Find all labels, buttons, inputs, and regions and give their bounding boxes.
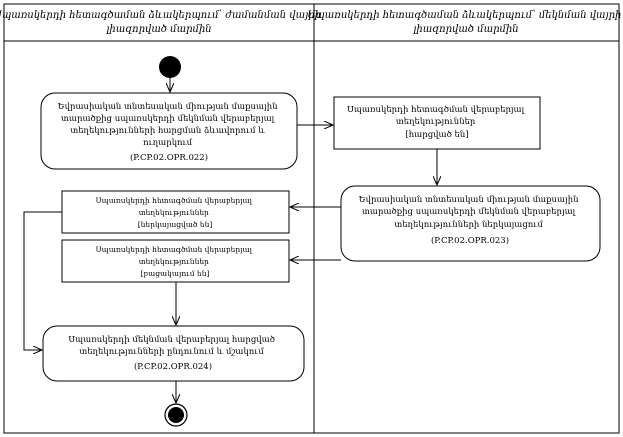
object-info-requested-text: Սպառսկերդի հետագծման վերաբերյալ տեղեկութ…	[347, 104, 527, 140]
action-submit-departure-info	[340, 185, 601, 262]
action-request-departure-info	[40, 92, 298, 170]
action-submit-departure-info-text: Եվրասիական տնտեսական միության մաքսային տ…	[359, 195, 581, 246]
lane-header-right: Սպառսկերդի հետագծաման ձևակերպում՝ մեկնմա…	[307, 10, 623, 35]
action-receive-process-info-text: Սպառսկերդի մեկնման վերաբերյալ հարցված տե…	[68, 334, 277, 372]
object-info-submitted-text: Սպառսկերդի հետագծման վերաբերյալ տեղեկութ…	[96, 196, 255, 229]
object-info-absent-text: Սպառսկերդի հետագծման վերաբերյալ տեղեկութ…	[96, 245, 255, 278]
flow-object2-to-action3	[23, 211, 62, 350]
action-receive-process-info	[42, 325, 305, 382]
lane-header-left: Սպառսկերդի հետագծաման ձևակերպում՝ ժամանմ…	[0, 10, 324, 35]
initial-node	[159, 56, 181, 78]
final-node	[168, 407, 184, 423]
action-request-departure-info-text: Եվրասիական տնտեսական միության մաքսային տ…	[58, 102, 280, 163]
object-info-requested	[333, 96, 541, 150]
diagram-frame	[3, 3, 620, 434]
object-info-absent	[61, 239, 290, 283]
object-info-submitted	[61, 190, 290, 234]
